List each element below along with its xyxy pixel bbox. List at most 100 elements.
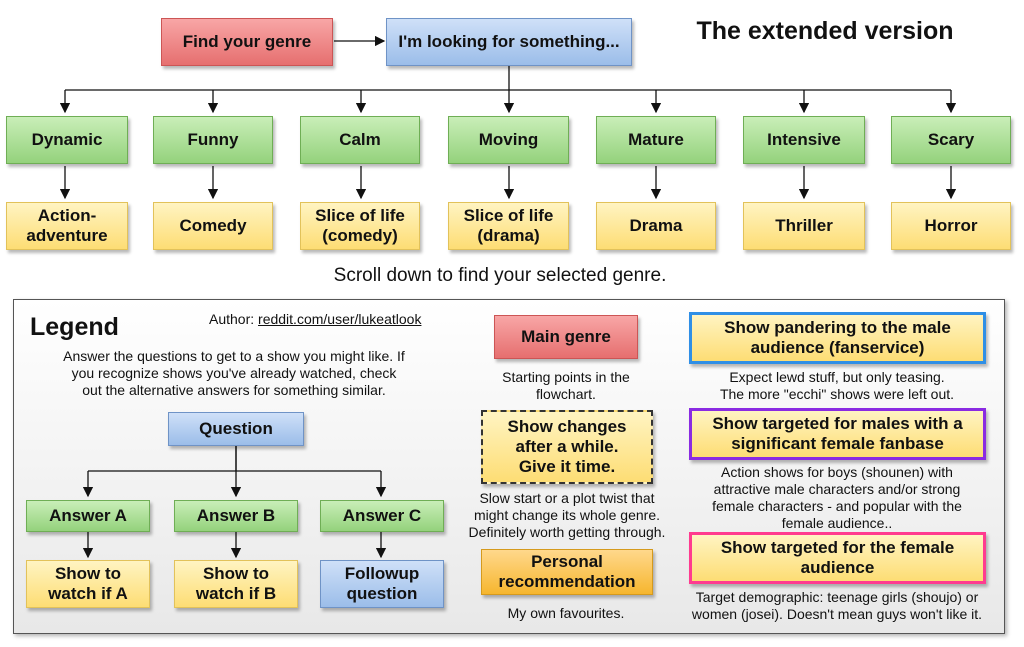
genre-slice-of-life-comedy: Slice of life (comedy) [300,202,420,250]
genre-comedy: Comedy [153,202,273,250]
legend-followup-question: Followup question [320,560,444,608]
desc-line: Starting points in the [502,369,630,385]
legend-fanservice: Show pandering to the male audience (fan… [689,312,986,364]
main-genre-label: Main genre [521,327,611,346]
genre-slice-of-life-drama: Slice of life (drama) [448,202,569,250]
legend-title: Legend [30,313,119,341]
answer-label: Answer C [342,506,422,525]
genre-line: Slice of life [315,206,405,225]
genre-line: adventure [26,226,108,245]
genre-line: (comedy) [322,226,398,245]
genre-horror: Horror [891,202,1011,250]
outcome-line: watch if A [48,584,128,603]
legend-answer-c: Answer C [320,500,444,532]
desc-line: Target demographic: teenage girls (shouj… [695,589,979,605]
desc-line: Slow start or a plot twist that [479,490,655,506]
find-genre-box: Find your genre [161,18,333,66]
genre-line: Drama [629,216,683,235]
legend-connector-lines [82,446,387,559]
outcome-line: Followup [344,564,420,583]
fanservice-desc: Expect lewd stuff, but only teasing. The… [664,369,1010,403]
outcome-line: question [346,584,418,603]
fanservice-line: audience (fanservice) [750,338,925,357]
question-label: Question [199,419,273,438]
answer-label: Answer A [49,506,127,525]
outcome-line: watch if B [195,584,277,603]
fanservice-line: Show pandering to the male [724,318,951,337]
mood-calm: Calm [300,116,420,164]
desc-line: Expect lewd stuff, but only teasing. [729,369,945,385]
genre-line: (drama) [477,226,540,245]
female-fanbase-desc: Action shows for boys (shounen) with att… [664,464,1010,532]
legend-answer-b: Answer B [174,500,298,532]
legend-female-fanbase: Show targeted for males with a significa… [689,408,986,460]
outcome-line: Show to [202,564,270,583]
legend-female-audience: Show targeted for the female audience [689,532,986,584]
desc-line: flowchart. [536,386,596,402]
desc-line: The more "ecchi" shows were left out. [719,386,955,402]
intro-line: out the alternative answers for somethin… [82,382,386,398]
legend-show-changes: Show changes after a while. Give it time… [481,410,653,484]
genre-line: Action- [37,206,97,225]
genre-line: Horror [924,216,978,235]
desc-line: female audience.. [781,515,893,531]
scroll-note: Scroll down to find your selected genre. [333,265,667,286]
personal-line: Personal [531,552,603,571]
changes-line: after a while. [515,437,619,456]
genre-line: Comedy [179,216,247,235]
female-line: Show targeted for the female [720,538,955,557]
mood-label: Moving [478,130,539,149]
mood-mature: Mature [596,116,716,164]
female-line: audience [800,558,875,577]
desc-line: Definitely worth getting through. [468,524,666,540]
mood-intensive: Intensive [743,116,865,164]
legend-question-box: Question [168,412,304,446]
mood-moving: Moving [448,116,569,164]
female-desc: Target demographic: teenage girls (shouj… [664,589,1010,623]
legend-personal-recommendation: Personal recommendation [481,549,653,595]
genre-line: Thriller [775,216,833,235]
mood-dynamic: Dynamic [6,116,128,164]
genre-action-adventure: Action- adventure [6,202,128,250]
changes-line: Give it time. [518,457,616,476]
genre-drama: Drama [596,202,716,250]
show-changes-desc: Slow start or a plot twist that might ch… [460,490,674,541]
personal-line: recommendation [498,572,636,591]
legend-intro: Answer the questions to get to a show yo… [34,348,434,399]
author-prefix: Author: [209,311,259,327]
mood-label: Dynamic [31,130,103,149]
female-fanbase-line: Show targeted for males with a [712,414,963,433]
mood-funny: Funny [153,116,273,164]
answer-label: Answer B [196,506,276,525]
mood-label: Calm [339,130,381,149]
genre-line: Slice of life [463,206,554,225]
mood-label: Funny [187,130,239,149]
intro-line: you recognize shows you've already watch… [71,365,397,381]
legend-main-genre: Main genre [494,315,638,359]
intro-line: Answer the questions to get to a show yo… [63,348,405,364]
genre-thriller: Thriller [743,202,865,250]
mood-scary: Scary [891,116,1011,164]
mood-label: Scary [927,130,975,149]
find-genre-label: Find your genre [182,32,312,51]
changes-line: Show changes [507,417,627,436]
desc-line: women (josei). Doesn't mean guys won't l… [691,606,983,622]
legend-answer-a: Answer A [26,500,150,532]
desc-line: attractive male characters and/or strong [713,481,961,497]
main-genre-desc: Starting points in the flowchart. [468,369,664,403]
author-credit: Author: reddit.com/user/lukeatlook [209,311,449,328]
mood-label: Mature [628,130,684,149]
outcome-line: Show to [54,564,122,583]
looking-for-label: I'm looking for something... [398,32,620,51]
author-link[interactable]: reddit.com/user/lukeatlook [258,311,422,327]
looking-for-box: I'm looking for something... [386,18,632,66]
legend-outcome-b: Show to watch if B [174,560,298,608]
desc-line: Action shows for boys (shounen) with [721,464,953,480]
desc-line: might change its whole genre. [474,507,660,523]
legend-outcome-a: Show to watch if A [26,560,150,608]
personal-desc: My own favourites. [507,605,625,621]
legend-panel: Legend Author: reddit.com/user/lukeatloo… [13,299,1005,634]
mood-label: Intensive [767,130,841,149]
female-fanbase-line: significant female fanbase [731,434,944,453]
